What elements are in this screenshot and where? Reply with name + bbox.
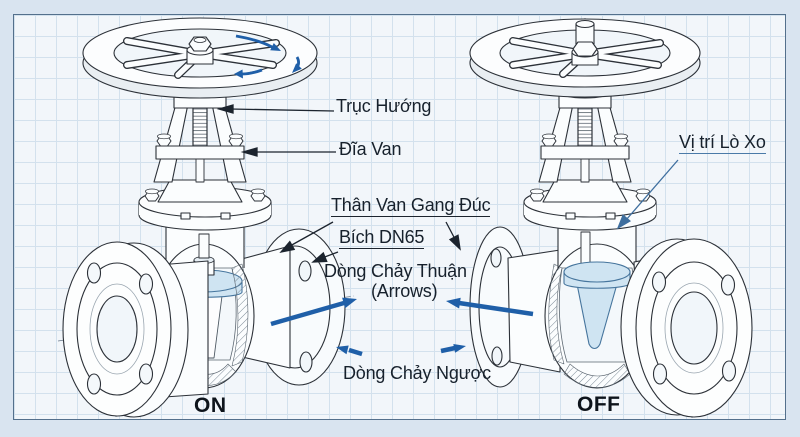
flow-forward-on: [270, 300, 345, 327]
arrowhead-vi-tri-lo-xo: [616, 214, 632, 230]
arrowhead-than-van-right: [448, 234, 461, 251]
pipe-left-off: [507, 249, 561, 373]
gland-plate-off: [540, 145, 630, 160]
leader-vi-tri-lo-xo: [616, 159, 679, 230]
label-state-off: OFF: [577, 393, 621, 416]
valve-on: [57, 17, 355, 418]
flange-front-off: [620, 238, 753, 418]
valve-off: [451, 18, 753, 418]
arrowhead-bich: [311, 251, 328, 263]
gland-plate-on: [155, 145, 245, 160]
cut-hatch-off: [548, 263, 565, 365]
label-dong-chay-thuan: Dòng Chảy Thuận: [324, 261, 467, 281]
arrowhead-truc-huong: [216, 104, 234, 114]
label-dong-chay-thuan-sub: (Arrows): [371, 281, 438, 301]
hex-nut-off: [572, 41, 598, 57]
leader-than-van-left: [289, 221, 334, 247]
cut-hatch-on: [231, 263, 249, 367]
leader-lines: [216, 104, 461, 263]
flow-forward-off: [458, 300, 534, 317]
arrowhead-dia-van: [240, 147, 258, 157]
leader-truc-huong: [229, 108, 335, 112]
label-dia-van: Đĩa Van: [339, 139, 402, 159]
gate-disc-off: [563, 261, 631, 283]
handwheel-off: [469, 18, 701, 98]
rotation-arrows-on: [234, 34, 302, 79]
flange-front-on: [62, 241, 189, 418]
gate-wedge-off: [576, 283, 618, 350]
handwheel-on: [82, 17, 318, 99]
label-than-van: Thân Van Gang Đúc: [331, 195, 491, 218]
flow-reverse-right: [440, 345, 456, 354]
label-bich: Bích DN65: [339, 227, 424, 250]
label-dong-chay-nguoc: Dòng Chảy Ngược: [343, 363, 491, 383]
label-vi-tri-lo-xo: Vị trí Lò Xo: [679, 132, 766, 155]
label-truc-huong: Trục Hướng: [336, 96, 432, 116]
label-state-on: ON: [194, 394, 227, 417]
flow-reverse-left: [348, 347, 363, 357]
flow-arrows: [270, 297, 534, 357]
cutaway-interior-off: [548, 231, 637, 388]
arrowhead-than-van-left: [279, 240, 296, 253]
